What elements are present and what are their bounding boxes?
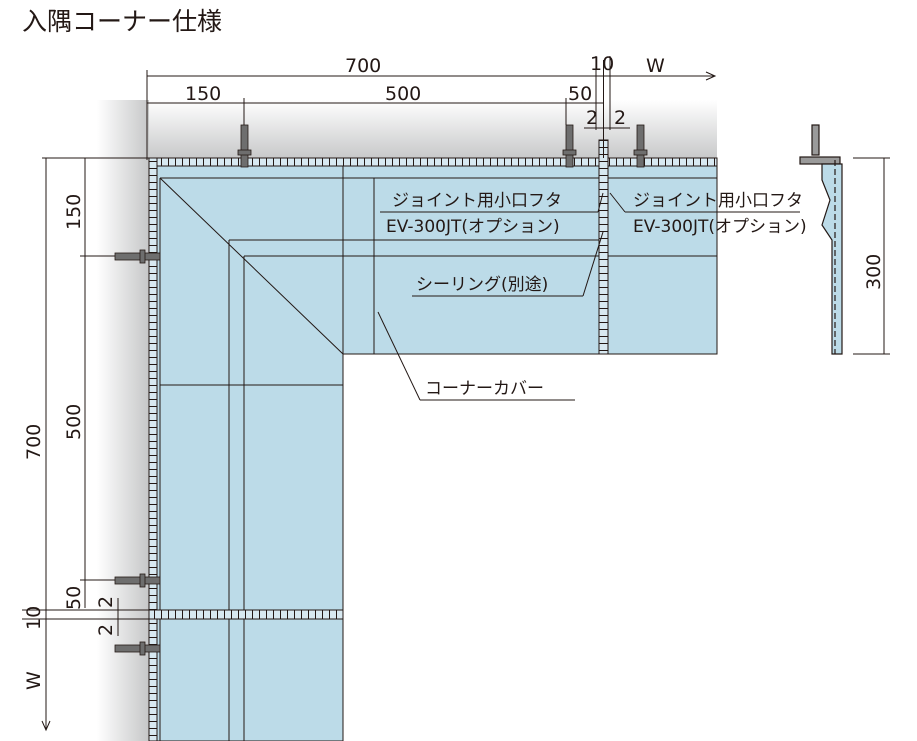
leader-lines bbox=[377, 192, 800, 401]
dim-top-joint: 10 bbox=[590, 53, 614, 75]
dimension-lines bbox=[22, 56, 890, 732]
page-title: 入隅コーナー仕様 bbox=[22, 7, 223, 36]
anchor-bolt bbox=[114, 124, 648, 656]
joint-cap-left-line2: EV-300JT(オプション) bbox=[386, 217, 560, 237]
dim-left-bottom: 50 bbox=[63, 586, 85, 610]
dim-top-left: 150 bbox=[185, 83, 221, 105]
dim-left-gap-b: 2 bbox=[95, 624, 117, 636]
dim-gap-b: 2 bbox=[614, 107, 626, 129]
dim-left-gap-a: 2 bbox=[95, 596, 117, 608]
dim-left-w: W bbox=[23, 671, 45, 690]
dim-side-height: 300 bbox=[863, 254, 885, 290]
joint-cap-right-line1: ジョイント用小口フタ bbox=[633, 191, 803, 211]
corner-cover-label: コーナーカバー bbox=[425, 379, 544, 399]
panel-inner-lines bbox=[159, 177, 717, 741]
dim-left-joint: 10 bbox=[23, 606, 45, 630]
dim-top-total: 700 bbox=[345, 55, 381, 77]
top-rib-strip bbox=[148, 157, 718, 167]
dim-top-mid: 500 bbox=[385, 83, 421, 105]
joint-cap-right-line2: EV-300JT(オプション) bbox=[633, 217, 807, 237]
joint-cap-left-line1: ジョイント用小口フタ bbox=[392, 191, 562, 211]
dim-left-total: 700 bbox=[23, 424, 45, 460]
sealing-label: シーリング(別途) bbox=[416, 275, 548, 295]
dim-top-right: 50 bbox=[568, 83, 592, 105]
side-section-view bbox=[799, 124, 843, 355]
dim-gap-a: 2 bbox=[586, 107, 598, 129]
wall-background bbox=[97, 100, 717, 741]
bottom-joint-strip bbox=[148, 609, 344, 620]
dim-left-top: 150 bbox=[63, 194, 85, 230]
dim-left-mid: 500 bbox=[63, 404, 85, 440]
panel-vertical bbox=[148, 165, 344, 741]
left-rib-strip bbox=[148, 157, 158, 741]
dim-top-w: W bbox=[646, 55, 665, 77]
